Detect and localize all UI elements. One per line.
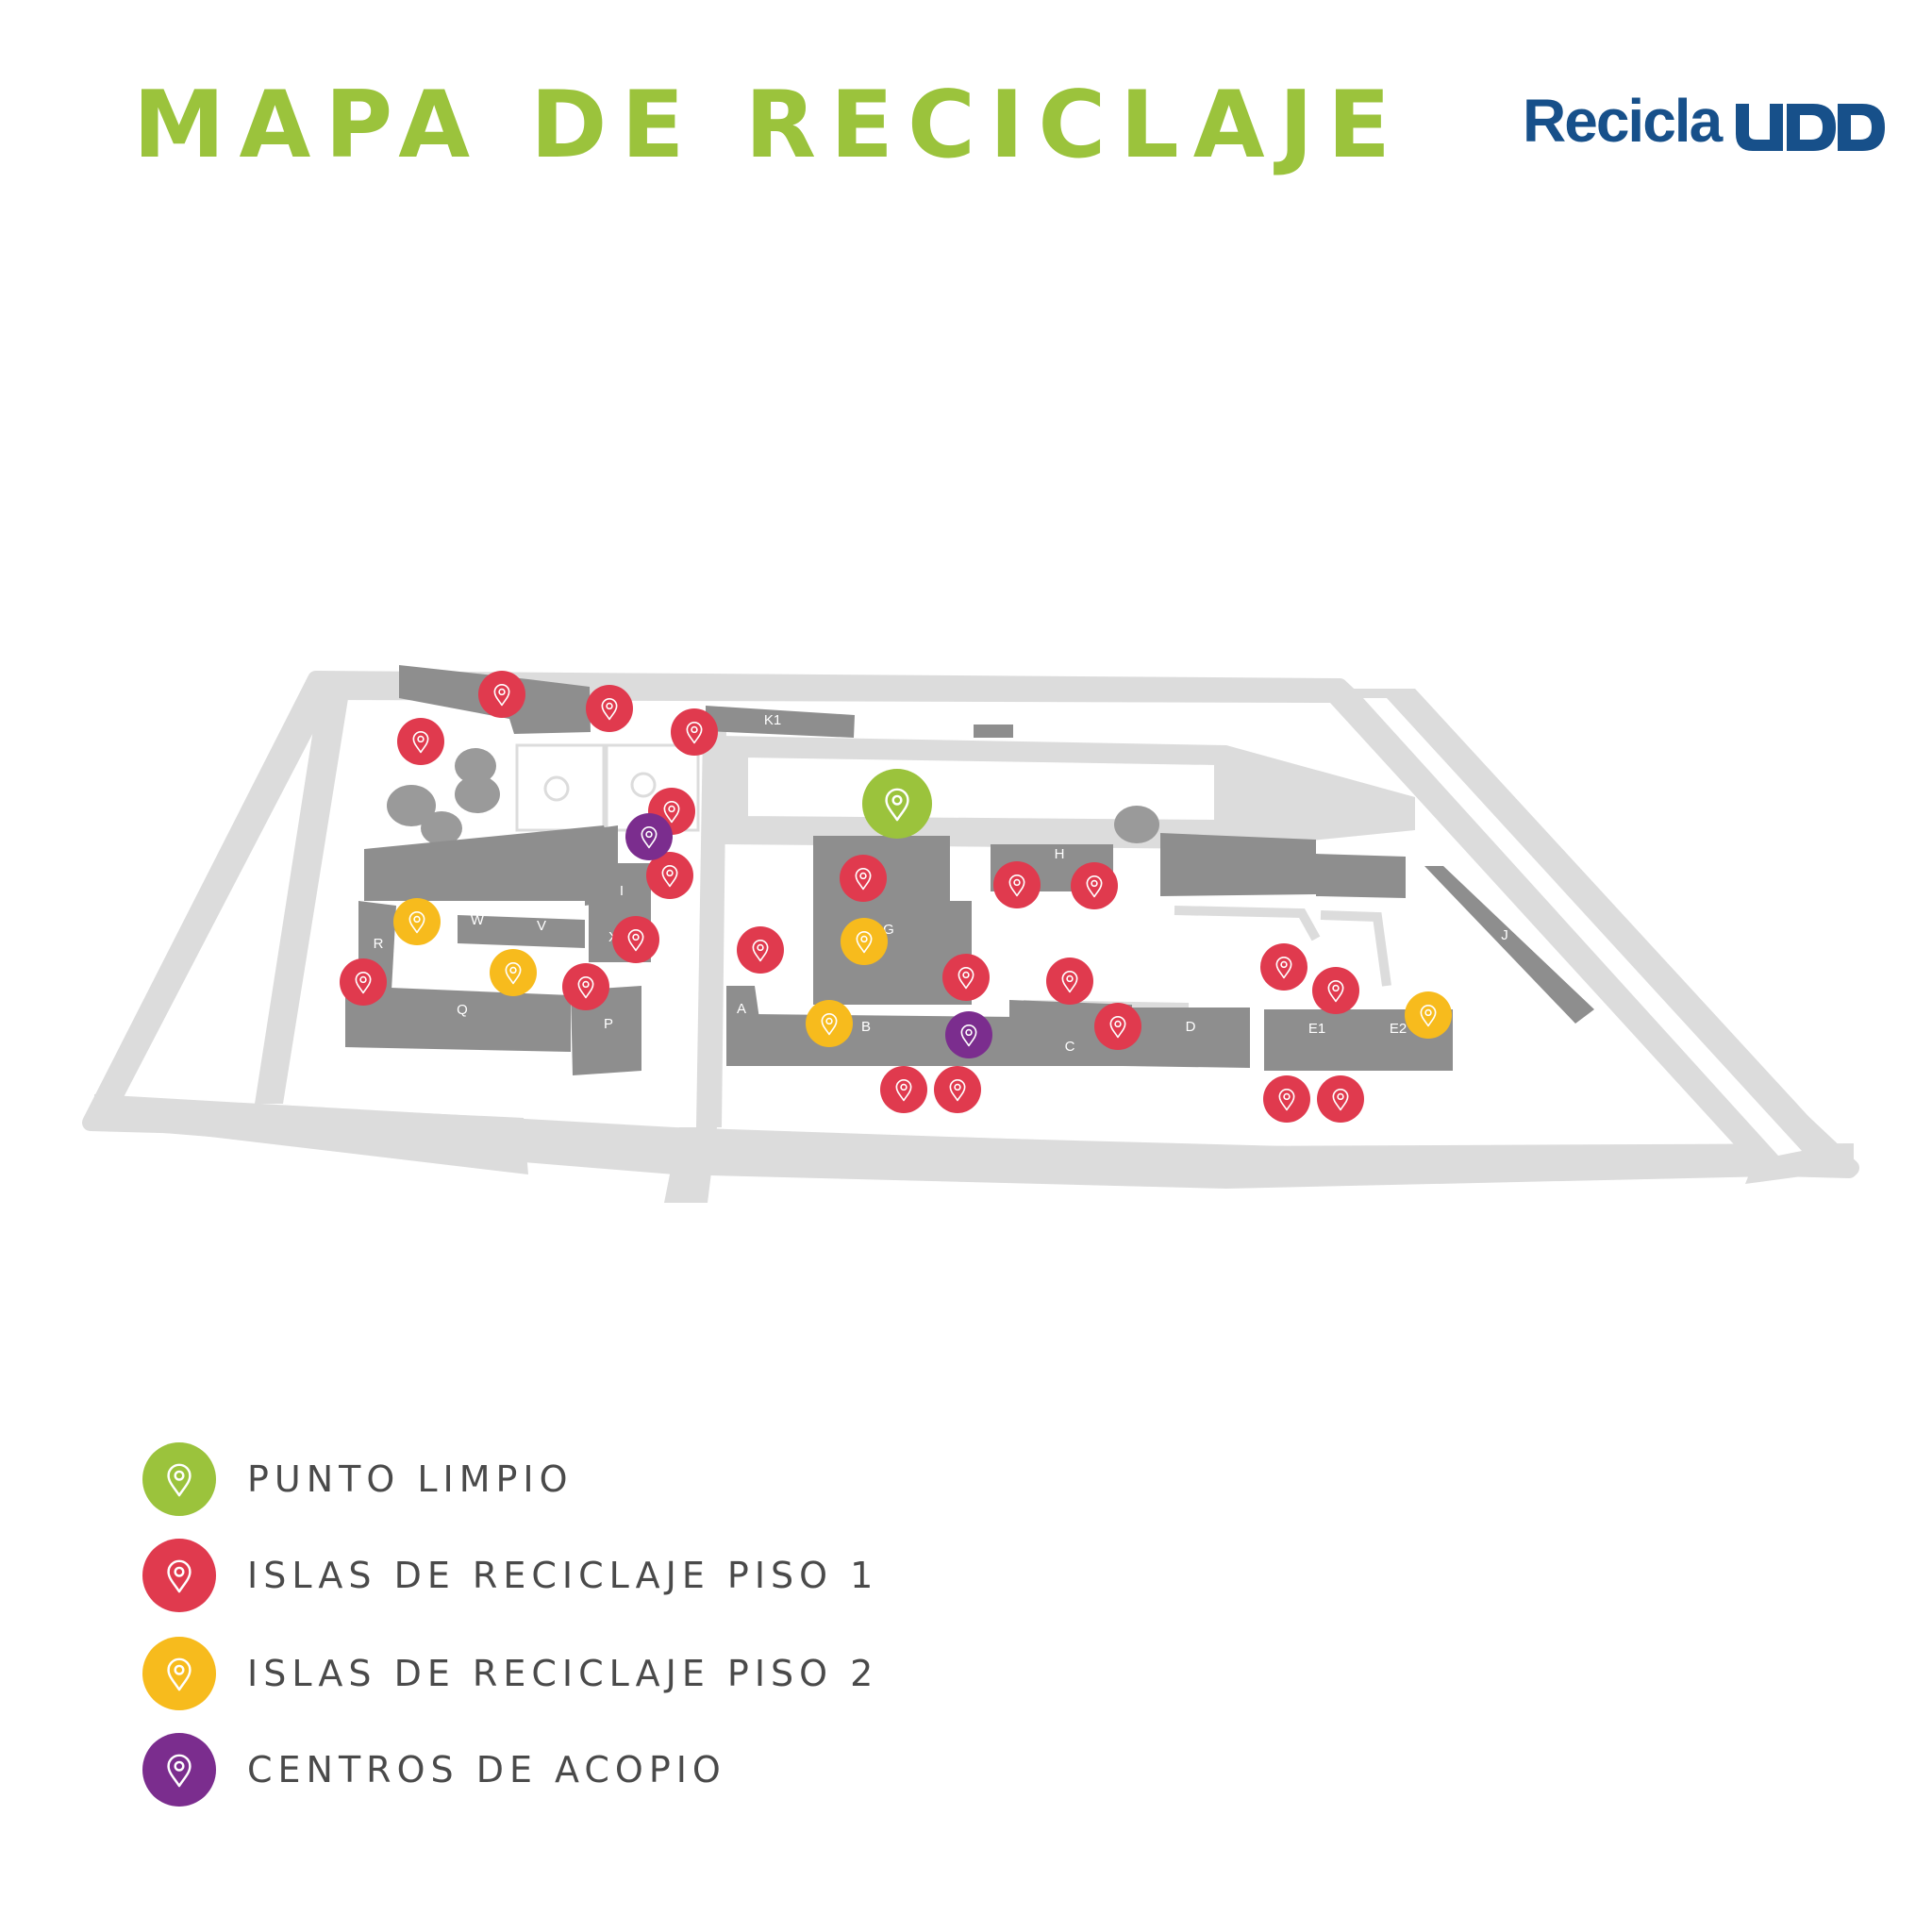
recycle-point-piso-1 <box>880 1066 927 1113</box>
recycle-point-piso-1 <box>942 954 990 1001</box>
map-pin-icon <box>142 1637 216 1710</box>
building-labels: K1 I W V X R Q P G H J A B C D E1 E2 <box>374 712 1508 1055</box>
collection-center <box>945 1011 992 1058</box>
building-label-b: B <box>861 1019 871 1035</box>
building-label-c: C <box>1065 1039 1075 1055</box>
building-label-k1: K1 <box>764 712 781 728</box>
recycle-point-piso-1 <box>340 958 387 1006</box>
recycle-point-piso-2 <box>393 898 441 945</box>
legend-label: ISLAS DE RECICLAJE PISO 1 <box>247 1555 879 1596</box>
map-pin-icon <box>142 1733 216 1807</box>
markers-piso-1[interactable] <box>340 671 1364 1123</box>
building-label-w: W <box>471 912 485 928</box>
recycle-point-piso-1 <box>1260 943 1307 991</box>
building-label-q: Q <box>457 1002 468 1018</box>
building-label-p: P <box>604 1016 613 1032</box>
legend-item-piso-2: ISLAS DE RECICLAJE PISO 2 <box>142 1636 878 1711</box>
recycle-point-piso-1 <box>478 671 525 718</box>
udd-logo-icon <box>1736 104 1886 151</box>
recycle-point-piso-2 <box>841 918 888 965</box>
recycle-point-piso-1 <box>646 852 693 899</box>
building-label-e2: E2 <box>1390 1021 1407 1037</box>
recycle-point-piso-1 <box>934 1066 981 1113</box>
recycle-point-piso-1 <box>1317 1075 1364 1123</box>
building-label-d: D <box>1186 1019 1196 1035</box>
campus-ground <box>82 671 1859 1203</box>
building-label-g: G <box>883 922 894 938</box>
building-label-v: V <box>537 918 546 934</box>
map-pin-icon <box>142 1442 216 1516</box>
legend-label: CENTROS DE ACOPIO <box>247 1749 726 1790</box>
recycle-point-piso-1 <box>1312 967 1359 1014</box>
legend-label: PUNTO LIMPIO <box>247 1458 574 1500</box>
recycle-point-piso-1 <box>397 718 444 765</box>
legend-item-acopio: CENTROS DE ACOPIO <box>142 1732 726 1807</box>
recycle-point-piso-1 <box>562 963 609 1010</box>
recycle-point-piso-1 <box>993 861 1041 908</box>
collection-center <box>625 813 673 860</box>
markers-acopio[interactable] <box>625 813 992 1058</box>
markers-piso-2[interactable] <box>393 898 1452 1047</box>
legend-label: ISLAS DE RECICLAJE PISO 2 <box>247 1653 879 1694</box>
brand-text: Recicla <box>1523 87 1723 155</box>
recycle-point-piso-1 <box>1094 1003 1141 1050</box>
building-label-e1: E1 <box>1308 1021 1325 1037</box>
building-label-a: A <box>737 1001 746 1017</box>
recycle-point-piso-2 <box>806 1000 853 1047</box>
legend-item-piso-1: ISLAS DE RECICLAJE PISO 1 <box>142 1538 878 1613</box>
building-label-j: J <box>1501 927 1508 943</box>
map-pin-icon <box>142 1539 216 1612</box>
legend-item-punto-limpio: PUNTO LIMPIO <box>142 1441 574 1517</box>
recycle-point-piso-1 <box>1071 862 1118 909</box>
recycle-point-piso-1 <box>1046 958 1093 1005</box>
building-label-i: I <box>620 883 624 899</box>
recycle-point-piso-2 <box>490 949 537 996</box>
building-label-r: R <box>374 936 384 952</box>
recycle-point-piso-1 <box>840 855 887 902</box>
recycle-point-piso-1 <box>737 926 784 974</box>
recycle-point-piso-1 <box>671 708 718 756</box>
building-label-h: H <box>1055 846 1065 862</box>
recycle-point-piso-1 <box>612 916 659 963</box>
domes <box>387 748 1159 845</box>
punto-limpio-marker[interactable] <box>862 769 932 839</box>
page-title: MAPA DE RECICLAJE <box>133 72 1405 179</box>
recycle-point-piso-2 <box>1405 991 1452 1039</box>
recycle-point-piso-1 <box>586 685 633 732</box>
brand-logo: Recicla <box>1523 89 1887 151</box>
recycle-point-piso-1 <box>1263 1075 1310 1123</box>
